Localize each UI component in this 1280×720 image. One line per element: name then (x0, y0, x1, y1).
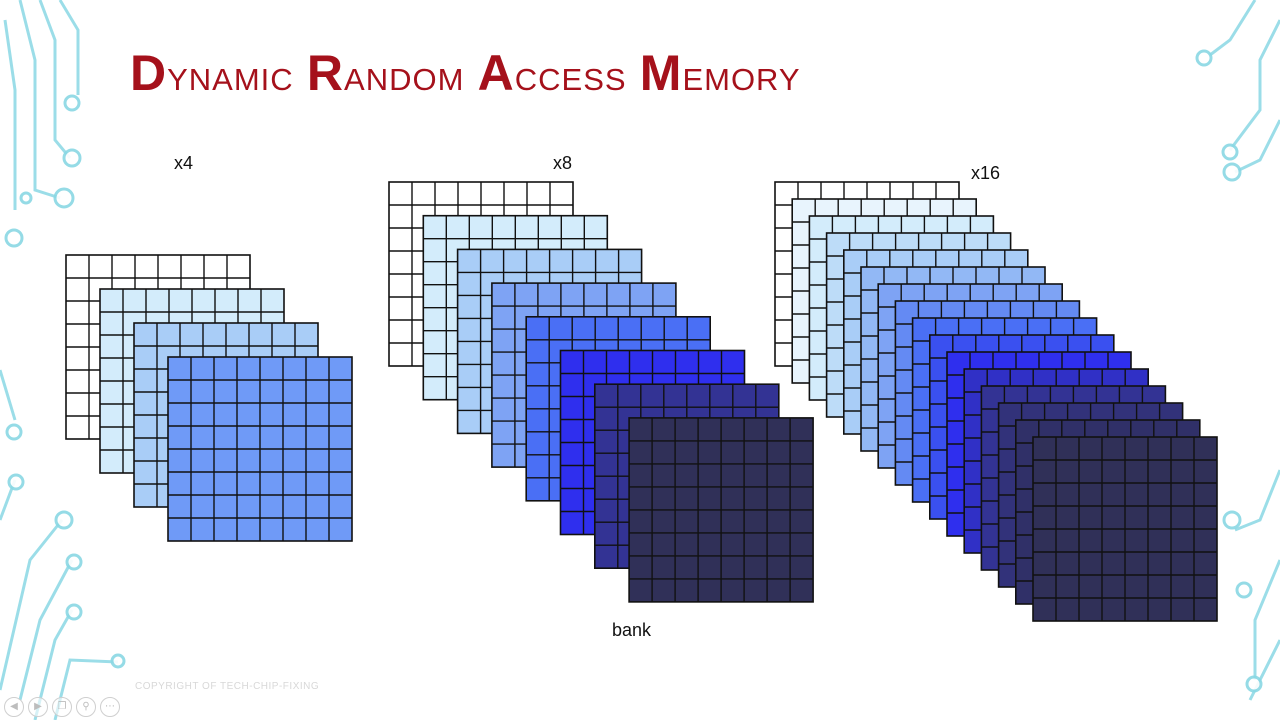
circuit-decoration-right (1195, 0, 1280, 701)
memory-array-x16-16 (1032, 436, 1218, 622)
player-controls: ◀ ▶ ❐ ⚲ ⋯ (4, 697, 120, 717)
label-x8: x8 (553, 153, 573, 173)
memory-array-x8-8 (628, 417, 814, 603)
copy-icon[interactable]: ❐ (52, 697, 72, 717)
prev-icon[interactable]: ◀ (4, 697, 24, 717)
title-letter-a: A (477, 45, 515, 101)
circuit-decoration-left (0, 0, 126, 720)
label-bank: bank (612, 620, 652, 640)
more-icon[interactable]: ⋯ (100, 697, 120, 717)
title-letter-r: R (306, 45, 345, 101)
next-icon[interactable]: ▶ (28, 697, 48, 717)
title-word-random: andom (344, 51, 478, 100)
slide-title: Dynamic Random Access Memory (130, 38, 801, 108)
zoom-icon[interactable]: ⚲ (76, 697, 96, 717)
bank-x16 (774, 181, 1218, 622)
title-letter-d: D (130, 45, 168, 101)
watermark: COPYRIGHT OF TECH-CHIP-FIXING (135, 681, 320, 692)
title-word-memory: emory (682, 51, 801, 100)
memory-array-x4-4 (167, 356, 353, 542)
label-x4: x4 (174, 153, 194, 173)
title-letter-m: M (639, 45, 683, 101)
bank-x8 (388, 181, 814, 603)
label-x16: x16 (971, 163, 1001, 183)
bank-x4 (65, 254, 353, 542)
title-word-dynamic: ynamic (167, 51, 307, 100)
title-word-access: ccess (514, 51, 640, 100)
